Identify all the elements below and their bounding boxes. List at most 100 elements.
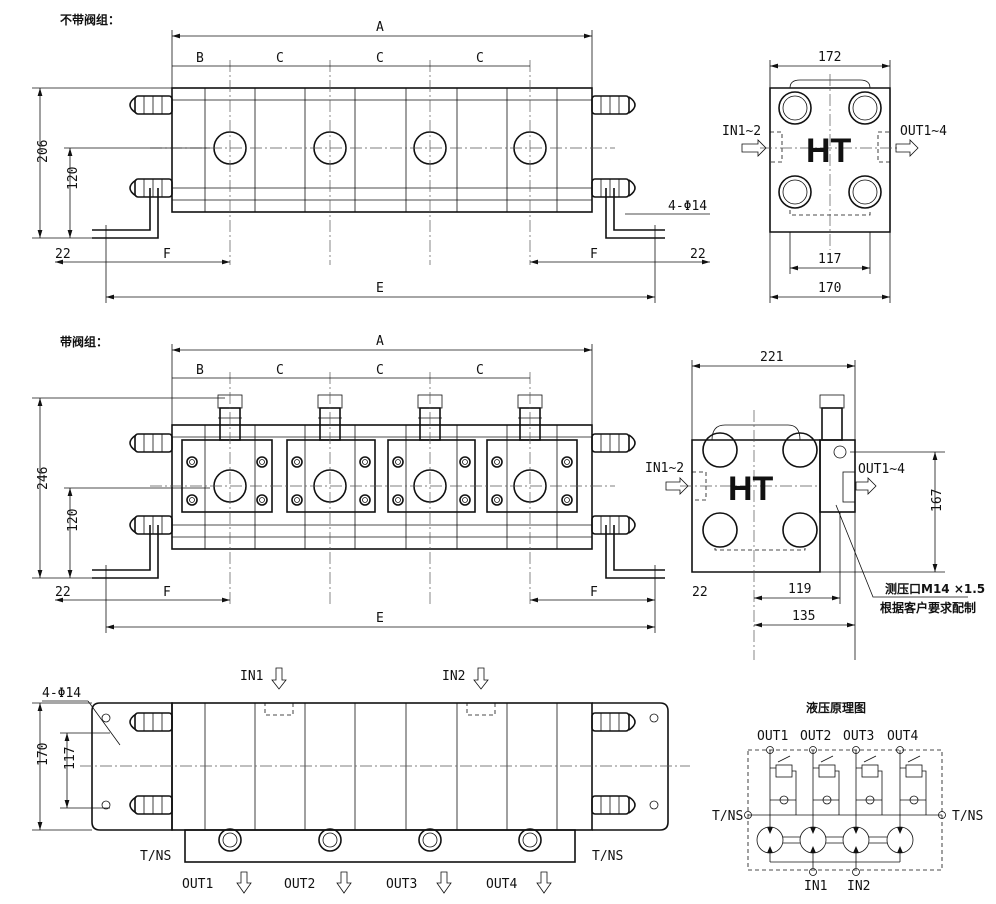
bolt-icon — [392, 494, 404, 506]
bolt-icon — [395, 497, 401, 503]
relief-valve-blocks — [150, 372, 615, 605]
dim-C: C — [376, 363, 384, 378]
bolt-icon — [294, 459, 300, 465]
brand-logo: HT — [806, 132, 852, 170]
valve-line — [770, 767, 797, 815]
brand-logo: HT — [728, 470, 774, 508]
dim-117: 117 — [818, 252, 841, 267]
bolt-icon — [294, 497, 300, 503]
outlet-label: OUT1~4 — [900, 124, 947, 139]
inlet-arrow-icon — [271, 667, 287, 690]
dim-170: 170 — [36, 743, 51, 766]
spring-icon — [820, 755, 834, 763]
cable-gland-icon — [628, 713, 636, 731]
cable-gland-icon — [591, 712, 630, 732]
bolt-icon — [392, 456, 404, 468]
outlet-arrow-icon — [855, 477, 877, 495]
flow-arrow-icon — [897, 827, 903, 853]
cable-gland-icon — [129, 179, 137, 197]
cable-gland-icon — [129, 516, 137, 534]
bolt-icon — [359, 456, 371, 468]
check-valve-symbol — [822, 795, 832, 805]
dim-C: C — [276, 363, 284, 378]
spring-icon — [777, 755, 791, 763]
pump-body-front — [150, 60, 615, 265]
outlet-ports — [184, 703, 576, 894]
dim-E: E — [376, 281, 384, 296]
port-circle — [222, 832, 238, 848]
dim-A: A — [376, 20, 384, 35]
bolt-icon — [291, 456, 303, 468]
bolt-icon — [462, 497, 468, 503]
cable-gland-icon — [628, 96, 636, 114]
dim-F-left: F — [163, 247, 171, 262]
view1-title: 不带阀组： — [60, 12, 120, 27]
cable-gland-icon — [591, 515, 630, 535]
flow-arrow-icon — [810, 827, 816, 853]
inlet-label-2: IN2 — [442, 669, 465, 684]
dim-22: 22 — [692, 585, 708, 600]
custom-config-note: 根据客户要求配制 — [880, 600, 976, 615]
cable-gland-icon — [134, 433, 173, 453]
dim-22-right: 22 — [690, 247, 706, 262]
bolt-icon — [259, 497, 265, 503]
inlet-label: IN1~2 — [722, 124, 761, 139]
hole-spec: 4-Φ14 — [668, 199, 707, 214]
check-valve-symbol — [865, 795, 875, 805]
bolt-icon — [256, 494, 268, 506]
tank-port-right: T/NS — [592, 849, 623, 864]
valve-line — [900, 767, 927, 815]
cable-gland-icon — [628, 179, 636, 197]
schematic-out3: OUT3 — [843, 729, 874, 744]
cable-gland-icon — [628, 796, 636, 814]
view-with-valves: 带阀组： A B C C C 246 120 22 F F E — [32, 334, 665, 633]
bolt-icon — [564, 497, 570, 503]
relief-valve-symbol — [775, 764, 793, 778]
mounting-brackets — [92, 525, 665, 579]
port-circle — [418, 828, 442, 852]
cable-gland-icon — [591, 795, 630, 815]
outlet-arrow-icon — [236, 871, 252, 894]
outlet-arrow-icon — [895, 139, 919, 157]
cable-glands — [129, 433, 636, 535]
relief-valve-symbol — [905, 764, 923, 778]
spring-icon — [907, 755, 921, 763]
bolt-icon — [395, 459, 401, 465]
relief-valve-symbol — [818, 764, 836, 778]
inlet-arrow-icon — [665, 477, 689, 495]
dim-B: B — [196, 363, 204, 378]
schematic-out4: OUT4 — [887, 729, 918, 744]
outlet-port-node — [896, 746, 904, 754]
schematic-out2: OUT2 — [800, 729, 831, 744]
cable-gland-icon — [134, 795, 173, 815]
cable-glands — [129, 712, 636, 815]
cable-gland-icon — [129, 713, 137, 731]
schematic-tns-left: T/NS — [712, 809, 743, 824]
dim-221: 221 — [760, 350, 783, 365]
valve-line — [856, 767, 883, 815]
schematic-in2: IN2 — [847, 879, 870, 894]
view-without-valves: 不带阀组： A B C C C 206 120 22 F F 22 E 4-Φ1… — [32, 12, 710, 303]
port-circle — [518, 828, 542, 852]
bolt-icon — [494, 459, 500, 465]
bolt-icon — [491, 456, 503, 468]
top-view: 4-Φ14 170 117 IN1 IN2 T/NS T/NS OUT1 OUT… — [32, 667, 690, 894]
inlet-arrow-icon — [473, 667, 489, 690]
bolt-icon — [362, 497, 368, 503]
outlet-manifold — [184, 829, 576, 863]
dim-135: 135 — [792, 609, 815, 624]
cable-glands — [129, 95, 636, 198]
schematic-title: 液压原理图 — [806, 700, 866, 715]
cable-gland-icon — [591, 95, 630, 115]
bolt-icon — [494, 497, 500, 503]
dim-117: 117 — [63, 747, 78, 770]
check-valve-symbol — [779, 795, 789, 805]
dim-A: A — [376, 334, 384, 349]
bolt-icon — [462, 459, 468, 465]
dim-C: C — [476, 363, 484, 378]
port-circle — [322, 832, 338, 848]
dim-246: 246 — [36, 467, 51, 490]
cable-gland-icon — [591, 433, 630, 453]
bolt-icon — [491, 494, 503, 506]
